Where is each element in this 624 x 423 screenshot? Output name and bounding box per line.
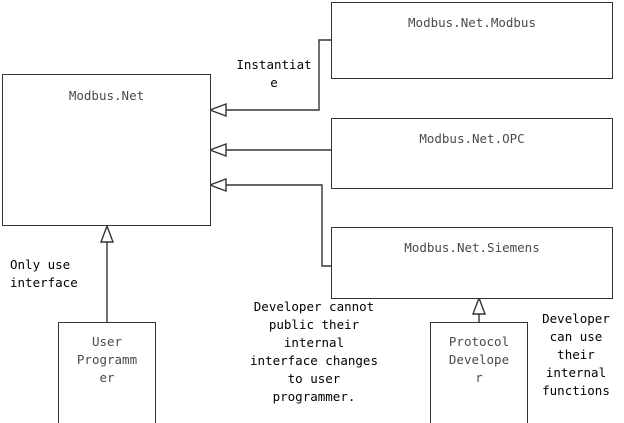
realization-arrowhead-modbus <box>208 102 227 118</box>
class-box-modbus-net-opc-label: Modbus.Net.OPC <box>419 131 525 146</box>
note-instantiate: Instantiat e <box>236 57 312 90</box>
actor-box-protocol-developer-label: Protocol Develope r <box>448 334 510 385</box>
class-box-modbus-net[interactable]: Modbus.Net <box>2 74 211 226</box>
generalization-arrowhead-protocol-developer <box>471 296 487 315</box>
realization-arrowhead-opc <box>208 142 227 158</box>
class-box-modbus-net-label: Modbus.Net <box>68 88 145 103</box>
actor-box-user-programmer-label: User Programm er <box>76 334 138 385</box>
class-box-modbus-net-siemens-label: Modbus.Net.Siemens <box>404 240 540 255</box>
actor-box-protocol-developer[interactable]: Protocol Develope r <box>430 322 528 423</box>
class-box-modbus-net-modbus[interactable]: Modbus.Net.Modbus <box>331 2 613 79</box>
connector-opc-to-interface <box>208 142 331 158</box>
note-developer-can-use-internal: Developer can use their internal functio… <box>542 311 610 398</box>
actor-box-user-programmer[interactable]: User Programm er <box>58 322 156 423</box>
connector-protocol-developer-to-siemens <box>471 296 487 322</box>
generalization-arrowhead-user-programmer <box>99 224 115 243</box>
note-only-use-interface: Only use interface <box>10 257 78 290</box>
note-developer-cannot-publish: Developer cannot public their internal i… <box>250 299 378 404</box>
connector-siemens-to-interface <box>208 177 331 267</box>
class-box-modbus-net-siemens[interactable]: Modbus.Net.Siemens <box>331 227 613 299</box>
realization-arrowhead-siemens <box>208 177 227 193</box>
class-box-modbus-net-modbus-label: Modbus.Net.Modbus <box>408 15 536 30</box>
class-box-modbus-net-opc[interactable]: Modbus.Net.OPC <box>331 118 613 189</box>
